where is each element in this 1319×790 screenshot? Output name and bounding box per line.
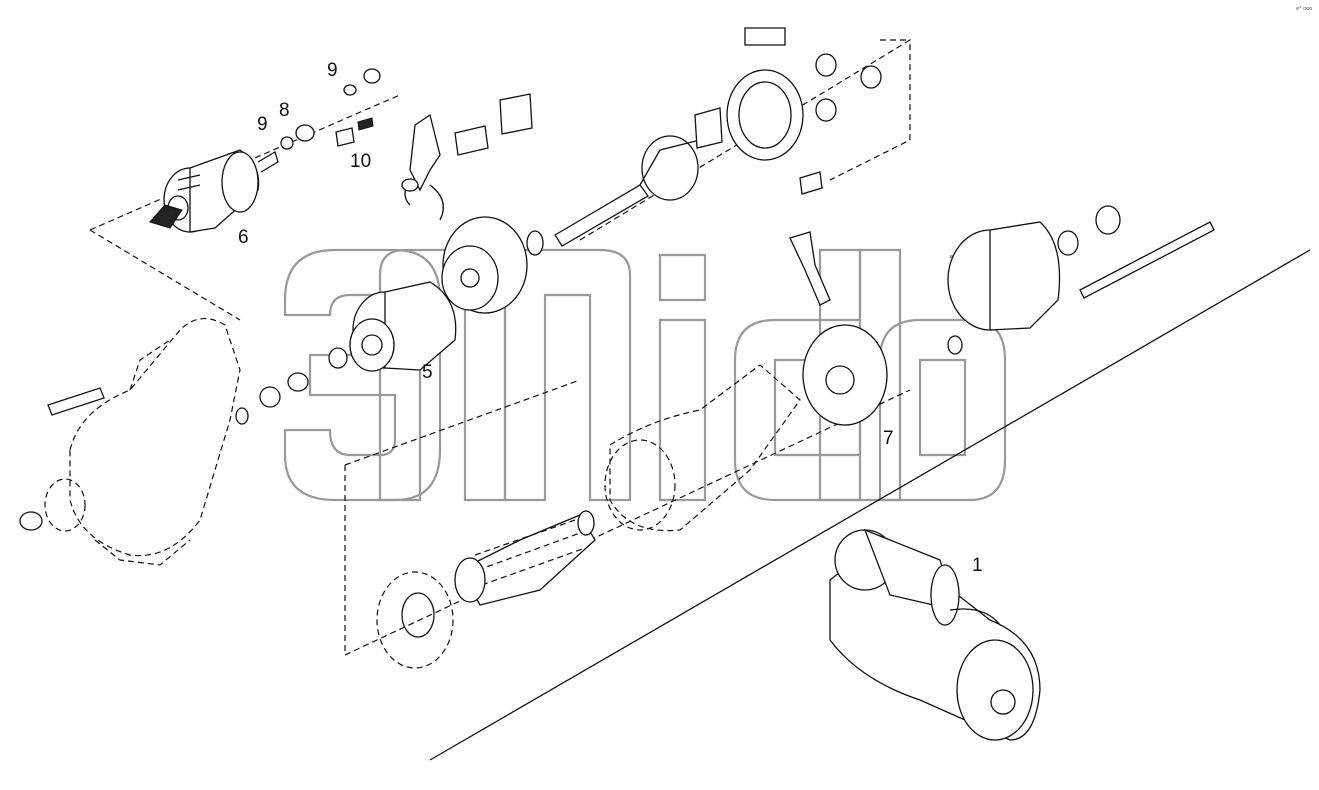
field-frame-part [604, 364, 801, 532]
corner-mark: e° ooo [1296, 6, 1312, 12]
solenoid-part [149, 149, 279, 233]
drive-shaft-part [554, 135, 701, 247]
callout-9-upper: 9 [327, 60, 338, 81]
callout-10: 10 [350, 151, 371, 172]
drive-pinion-part [235, 281, 457, 425]
drive-housing [19, 318, 241, 566]
watermark-logo: TM [283, 248, 1007, 502]
callout-9-lower: 9 [257, 114, 268, 135]
callout-6: 6 [238, 227, 249, 248]
armature-part [454, 510, 596, 606]
callout-1: 1 [972, 555, 983, 576]
brush-holder-part [789, 231, 963, 426]
callout-labels: 9 9 8 10 6 5 7 1 [238, 60, 983, 576]
planetary-gearset [454, 27, 882, 195]
callout-7: 7 [883, 428, 894, 449]
bearing-plate-part [441, 216, 544, 314]
commutator-end-cover-part [947, 205, 1215, 331]
assembled-starter [829, 528, 1041, 741]
separator-line [429, 249, 1311, 761]
fasteners-9-8-10 [280, 68, 381, 150]
callout-5: 5 [422, 362, 433, 383]
shift-lever-part [401, 113, 444, 221]
end-plate-part [376, 571, 454, 669]
callout-8: 8 [279, 100, 290, 121]
